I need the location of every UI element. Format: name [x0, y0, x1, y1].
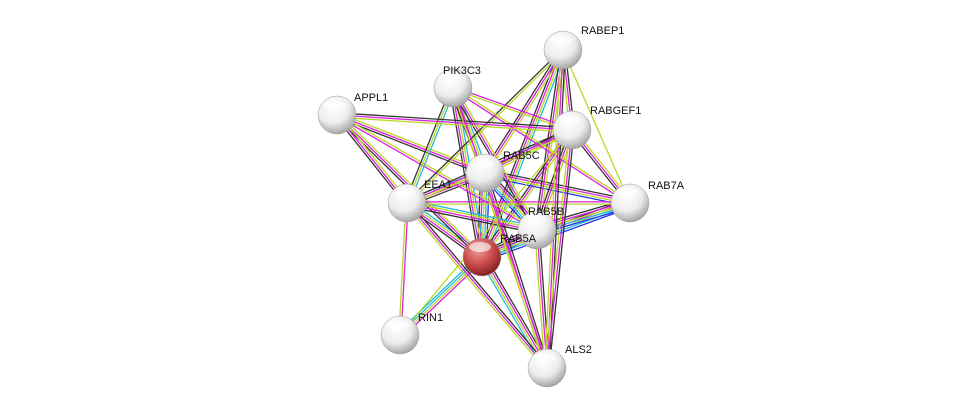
node-appl1[interactable]: APPL1: [317, 92, 388, 135]
node-label: RIN1: [418, 312, 443, 324]
edge-PIK3C3-RABGEF1[interactable]: [453, 86, 573, 130]
edge-EEA1-RIN1[interactable]: [400, 203, 409, 336]
edge-APPL1-RABGEF1[interactable]: [336, 114, 573, 131]
node-eea1[interactable]: EEA1: [387, 179, 452, 223]
edge-RAB5B-ALS2[interactable]: [534, 230, 546, 369]
node-highlight: [394, 188, 416, 198]
edge-RAB7A-RABEP1[interactable]: [562, 49, 631, 204]
edge-EEA1-ALS2[interactable]: [406, 202, 548, 369]
edge-APPL1-RABGEF1[interactable]: [337, 112, 573, 129]
node-label: RABGEF1: [590, 105, 641, 117]
node-als2[interactable]: ALS2: [527, 344, 592, 388]
node-highlight: [440, 73, 462, 83]
node-rab5b[interactable]: RAB5B: [517, 206, 564, 250]
edge-RAB7A-PIK3C3[interactable]: [453, 86, 631, 203]
node-label: EEA1: [424, 179, 452, 191]
edge-RABGEF1-ALS2[interactable]: [544, 129, 571, 368]
edge-RAB5B-EEA1[interactable]: [407, 201, 538, 230]
node-rabgef1[interactable]: RABGEF1: [552, 105, 641, 150]
edge-RAB5C-RABEP1[interactable]: [482, 48, 562, 173]
node-rabep1[interactable]: RABEP1: [543, 25, 624, 70]
edge-RAB5C-APPL1[interactable]: [337, 112, 487, 172]
edge-EEA1-ALS2[interactable]: [404, 204, 546, 370]
edge-EEA1-PIK3C3[interactable]: [404, 86, 452, 203]
node-pik3c3[interactable]: PIK3C3: [433, 65, 481, 108]
edge-EEA1-PIK3C3[interactable]: [406, 87, 454, 204]
edge-RAB5A-PIK3C3[interactable]: [449, 88, 480, 258]
node-rab5a[interactable]: RAB5A: [462, 233, 537, 277]
node-highlight: [469, 242, 491, 252]
edge-APPL1-RABGEF1[interactable]: [336, 116, 572, 133]
node-highlight: [534, 353, 556, 363]
edge-RAB7A-PIK3C3[interactable]: [452, 88, 630, 205]
edge-RAB5C-APPL1[interactable]: [336, 114, 486, 174]
node-label: PIK3C3: [443, 65, 481, 77]
edge-RAB5A-RABGEF1[interactable]: [481, 129, 573, 258]
edge-PIK3C3-RABGEF1[interactable]: [452, 88, 572, 132]
edge-PIK3C3-ALS2[interactable]: [453, 87, 549, 368]
edge-RAB5A-RABGEF1[interactable]: [483, 130, 575, 259]
edge-RAB5B-EEA1[interactable]: [406, 203, 537, 232]
node-highlight: [550, 35, 572, 45]
node-highlight: [324, 100, 346, 110]
node-label: APPL1: [354, 92, 388, 104]
node-label: RAB7A: [648, 180, 685, 192]
edge-RAB5B-RABEP1[interactable]: [534, 49, 562, 230]
edge-EEA1-RABEP1[interactable]: [405, 48, 563, 203]
node-rab5c[interactable]: RAB5C: [465, 150, 540, 193]
node-highlight: [617, 188, 639, 198]
node-highlight: [387, 320, 409, 330]
edge-RABEP1-ALS2[interactable]: [544, 49, 562, 368]
node-label: ALS2: [565, 344, 592, 356]
edge-RAB5C-ALS2[interactable]: [486, 172, 550, 368]
node-highlight: [524, 215, 546, 225]
edge-RAB5A-ALS2[interactable]: [482, 256, 549, 368]
edge-RABEP1-ALS2[interactable]: [546, 49, 564, 369]
edge-EEA1-RIN1[interactable]: [398, 202, 407, 335]
edge-EEA1-PIK3C3[interactable]: [408, 88, 456, 205]
edge-EEA1-ALS2[interactable]: [408, 201, 550, 367]
edge-RAB5B-EEA1[interactable]: [406, 205, 537, 234]
edge-RABEP1-ALS2[interactable]: [548, 50, 566, 369]
node-label: RAB5A: [500, 233, 537, 245]
node-label: RABEP1: [581, 25, 624, 37]
node-rin1[interactable]: RIN1: [380, 312, 443, 355]
edge-PIK3C3-ALS2[interactable]: [451, 88, 547, 369]
edge-RABGEF1-ALS2[interactable]: [548, 130, 575, 369]
node-highlight: [472, 158, 494, 168]
node-rab7a[interactable]: RAB7A: [610, 180, 685, 223]
node-label: RAB5C: [503, 150, 540, 162]
node-highlight: [559, 115, 581, 125]
edge-RABGEF1-RIN1[interactable]: [399, 129, 573, 336]
edge-RABGEF1-ALS2[interactable]: [546, 129, 573, 369]
node-label: RAB5B: [528, 206, 564, 218]
